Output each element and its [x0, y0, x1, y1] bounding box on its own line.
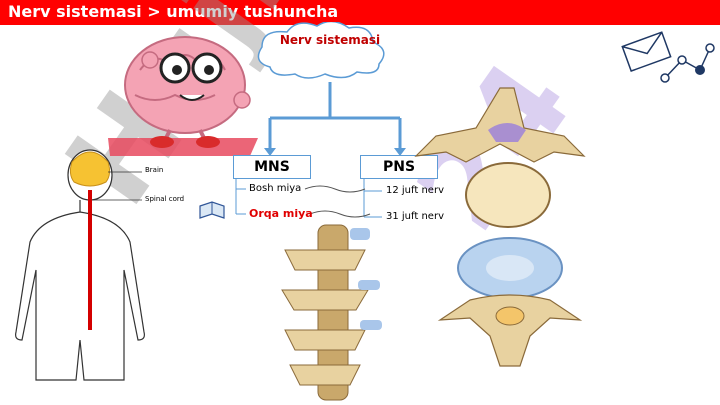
- page-title: Nerv sistemasi > umumiy tushuncha: [8, 2, 339, 21]
- label-spinal-cord: Spinal cord: [145, 195, 185, 203]
- label-brain: Brain: [145, 166, 164, 174]
- cloud-shape: [257, 22, 385, 79]
- cloud-label: Nerv sistemasi: [279, 33, 381, 47]
- mns-box: MNS: [233, 155, 311, 179]
- pns-item-cranial: 12 juft nerv: [386, 185, 444, 196]
- title-bar: Nerv sistemasi > umumiy tushuncha: [0, 0, 720, 25]
- pns-box: PNS: [360, 155, 438, 179]
- mns-item-spinal-cord: Orqa miya: [249, 207, 313, 220]
- mns-item-brain: Bosh miya: [249, 183, 302, 194]
- pns-item-spinal: 31 juft nerv: [386, 211, 444, 222]
